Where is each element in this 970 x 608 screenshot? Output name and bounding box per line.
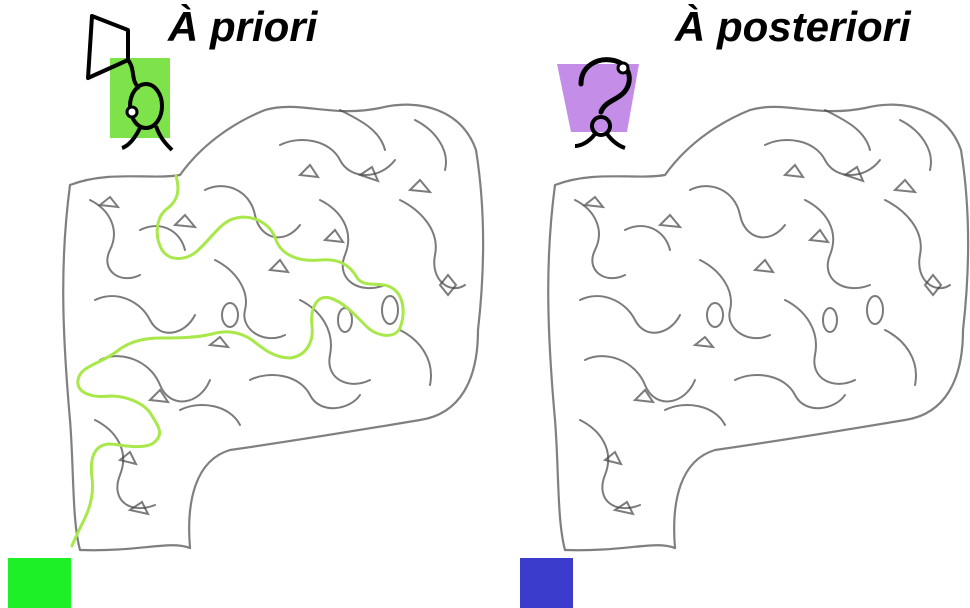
solution-path	[72, 176, 403, 546]
maze-walls	[90, 110, 465, 508]
kite-character-icon	[88, 16, 172, 150]
maze-outline	[63, 105, 483, 551]
question-mark-character-icon	[557, 60, 639, 148]
color-swatch-green	[8, 558, 71, 608]
maze-chambers	[585, 165, 941, 514]
color-swatch-blue	[520, 558, 573, 608]
maze-outline	[548, 105, 968, 551]
maze-panel-a-posteriori	[485, 0, 970, 560]
maze-walls	[575, 110, 950, 508]
maze-panel-a-priori	[0, 0, 485, 560]
